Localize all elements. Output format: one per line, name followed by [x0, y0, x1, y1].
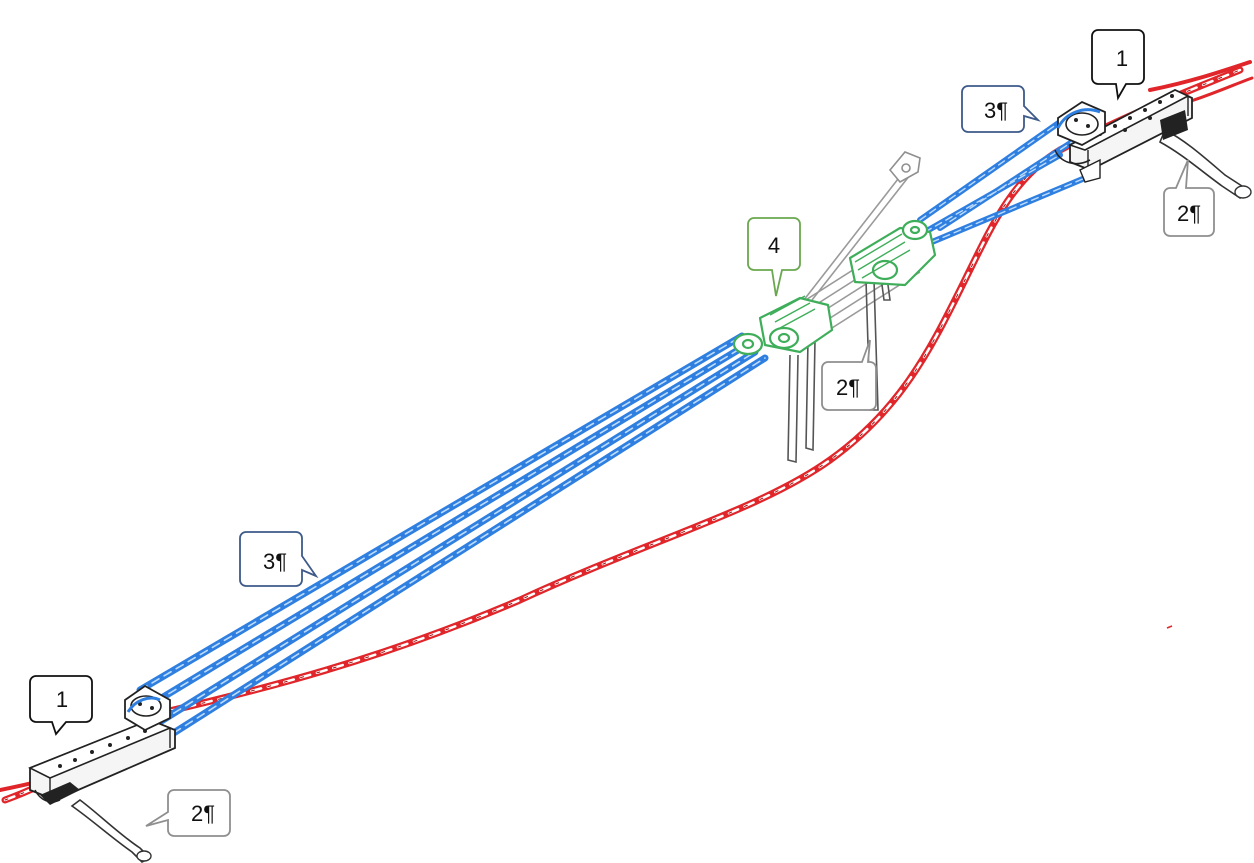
callout-3-top-right: 3¶ — [961, 85, 1042, 133]
callout-label: 1 — [56, 687, 68, 712]
callout-1-top-right: 1 — [1091, 29, 1145, 101]
right-tension-clamp — [1054, 88, 1252, 200]
callout-label: 3¶ — [984, 98, 1008, 123]
callout-label: 3¶ — [263, 549, 287, 574]
blue-straps-right — [917, 112, 1088, 245]
blue-straps-span — [136, 332, 769, 752]
callout-4-center: 4 — [747, 217, 801, 297]
callout-1-bottom-left: 1 — [29, 675, 93, 736]
callout-label: 2¶ — [191, 801, 215, 826]
callout-label: 2¶ — [1177, 201, 1201, 226]
red-mark — [1166, 625, 1173, 629]
callout-2-center: 2¶ — [821, 339, 877, 411]
anchor-bracket-icon — [888, 151, 921, 184]
callout-label: 2¶ — [836, 375, 860, 400]
callout-label: 1 — [1116, 46, 1128, 71]
callout-label: 4 — [768, 233, 780, 258]
callout-3-mid-left: 3¶ — [239, 531, 319, 587]
suspension-clamp-icon — [732, 219, 937, 356]
grip-handle-icon — [70, 798, 152, 863]
callout-2-bottom-left: 2¶ — [145, 789, 231, 837]
left-tension-clamp — [28, 684, 176, 863]
callout-2-top-right: 2¶ — [1163, 159, 1215, 237]
